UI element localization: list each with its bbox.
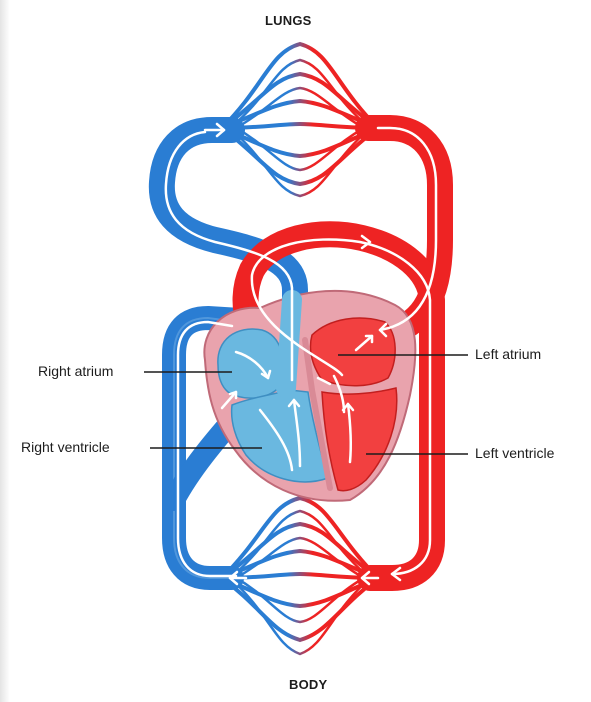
right-ventricle-label: Right ventricle — [21, 440, 110, 454]
pulmonary-artery — [162, 130, 295, 330]
body-label: BODY — [289, 678, 327, 691]
lung-capillaries — [222, 44, 378, 196]
body-capillaries — [222, 498, 378, 654]
lungs-label: LUNGS — [265, 14, 312, 27]
right-atrium-chamber — [218, 329, 284, 398]
left-ventricle-label: Left ventricle — [475, 446, 554, 460]
right-atrium-label: Right atrium — [38, 364, 113, 378]
left-atrium-label: Left atrium — [475, 347, 541, 361]
